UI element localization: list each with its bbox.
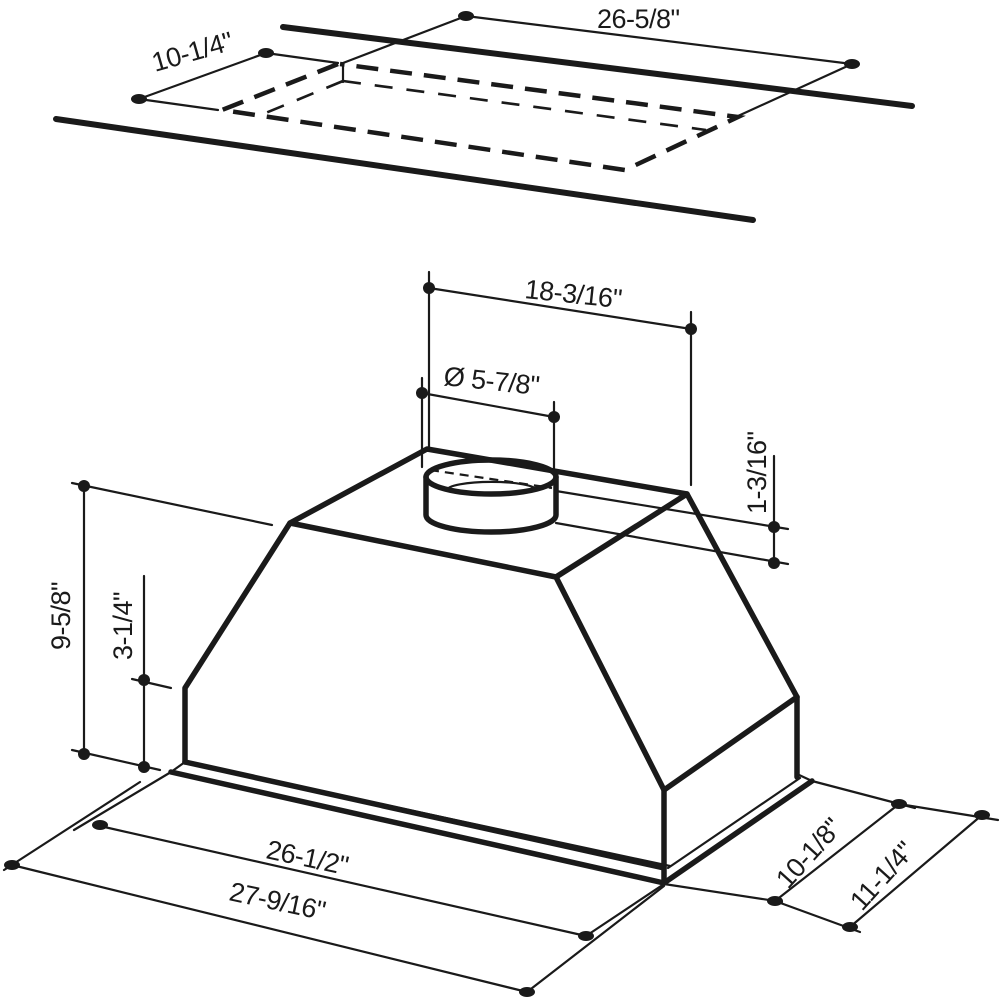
- dimension-duct-span: 18-3/16": [423, 270, 697, 487]
- dimension-endpoint: [258, 48, 274, 58]
- skirt-height-label: 3-1/4": [108, 592, 138, 660]
- cutout-depth-label: 10-1/4": [148, 26, 236, 78]
- dimension-endpoint: [4, 860, 20, 870]
- dimension-cutout-depth: 10-1/4": [131, 26, 340, 112]
- dimension-endpoint: [844, 59, 860, 69]
- dimension-body-width: 26-1/2": [72, 770, 666, 941]
- flange-width-label: 27-9/16": [227, 877, 328, 927]
- dimension-endpoint: [458, 11, 474, 21]
- dimension-endpoint: [519, 987, 535, 997]
- dimension-endpoint: [78, 748, 90, 760]
- dimension-endpoint: [578, 931, 594, 941]
- cabinet-rail-back: [280, 24, 915, 109]
- dimension-endpoint: [138, 674, 150, 686]
- total-height-label: 9-5/8": [46, 582, 76, 650]
- dimension-skirt-height: 3-1/4": [108, 574, 173, 773]
- dimension-endpoint: [78, 480, 90, 492]
- dimension-total-height: 9-5/8": [46, 480, 274, 772]
- cutout-outline-dashed: [213, 61, 746, 173]
- dimension-endpoint: [92, 820, 108, 830]
- dimension-endpoint: [768, 557, 780, 569]
- hood-isometric-view: 18-3/16" Ø 5-7/8" 1-3/16" 9-5: [2, 270, 1000, 997]
- collar-height-label: 1-3/16": [742, 431, 772, 514]
- duct-diameter-label: Ø 5-7/8": [442, 361, 540, 401]
- dimension-endpoint: [138, 761, 150, 773]
- dimension-collar-height: 1-3/16": [554, 431, 790, 569]
- dimension-flange-width: 27-9/16": [2, 780, 666, 997]
- hood-body: [182, 446, 800, 883]
- dimension-endpoint: [974, 810, 990, 820]
- duct-collar: [423, 457, 559, 535]
- body-width-label: 26-1/2": [264, 835, 351, 882]
- cabinet-cutout-view: 26-5/8" 10-1/4": [53, 4, 915, 223]
- cutout-width-label: 26-5/8": [597, 4, 680, 34]
- dimension-endpoint: [842, 922, 858, 932]
- dimension-endpoint: [131, 94, 147, 104]
- dimension-endpoint: [768, 521, 780, 533]
- cabinet-rail-front: [53, 116, 756, 223]
- dimension-cutout-width: 26-5/8": [341, 4, 860, 118]
- dimension-endpoint: [548, 411, 560, 423]
- dimension-endpoint: [416, 387, 428, 399]
- dimension-endpoint: [685, 323, 697, 335]
- dimension-duct-diameter: Ø 5-7/8": [416, 361, 560, 472]
- duct-span-label: 18-3/16": [523, 274, 623, 314]
- dimension-endpoint: [423, 282, 435, 294]
